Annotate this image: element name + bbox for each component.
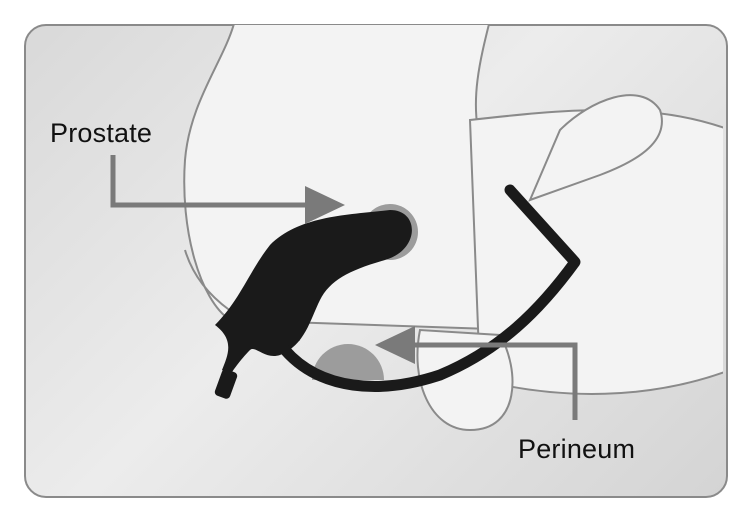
perineum-arrowhead [375,326,415,364]
device-button [214,369,238,399]
device-arm [279,184,581,392]
prostate-arrowhead [305,186,345,224]
body-outline-extension [528,94,663,202]
prostate-label: Prostate [50,118,153,148]
prostate-arrow-line [110,155,310,208]
device-body [215,210,412,375]
perineum-label: Perineum [518,434,636,464]
body-outline-lower [468,109,723,395]
perineum-arrow-line [410,342,578,420]
perineum-region [312,344,384,380]
